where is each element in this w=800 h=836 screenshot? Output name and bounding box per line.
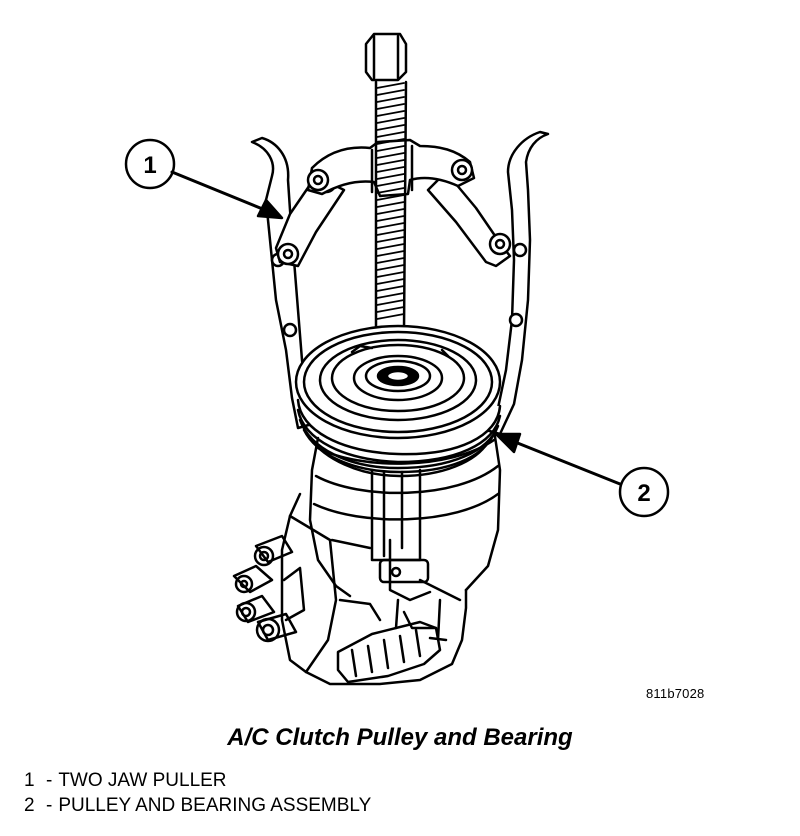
legend-item: 2 - PULLEY AND BEARING ASSEMBLY	[24, 793, 371, 818]
legend-number: 2	[24, 795, 35, 816]
legend-item: 1 - TWO JAW PULLER	[24, 768, 371, 793]
forcing-screw	[364, 32, 410, 359]
legend-separator: -	[46, 795, 53, 816]
callout-2-number: 2	[637, 480, 650, 507]
compressor-body	[232, 428, 502, 686]
callout-2	[494, 432, 670, 518]
figure-title: A/C Clutch Pulley and Bearing	[227, 724, 573, 751]
diagram-illustration: 1 2	[124, 32, 670, 686]
legend-label: TWO JAW PULLER	[58, 770, 227, 791]
callout-1-number: 1	[143, 152, 156, 179]
legend-separator: -	[46, 770, 53, 791]
figure-code: 811b7028	[646, 686, 705, 701]
legend-number: 1	[24, 770, 35, 791]
puller-yoke	[306, 138, 476, 198]
callout-legend: 1 - TWO JAW PULLER 2 - PULLEY AND BEARIN…	[24, 768, 371, 818]
callout-1	[124, 138, 284, 220]
legend-label: PULLEY AND BEARING ASSEMBLY	[58, 795, 372, 816]
pulley-assembly	[294, 324, 502, 478]
